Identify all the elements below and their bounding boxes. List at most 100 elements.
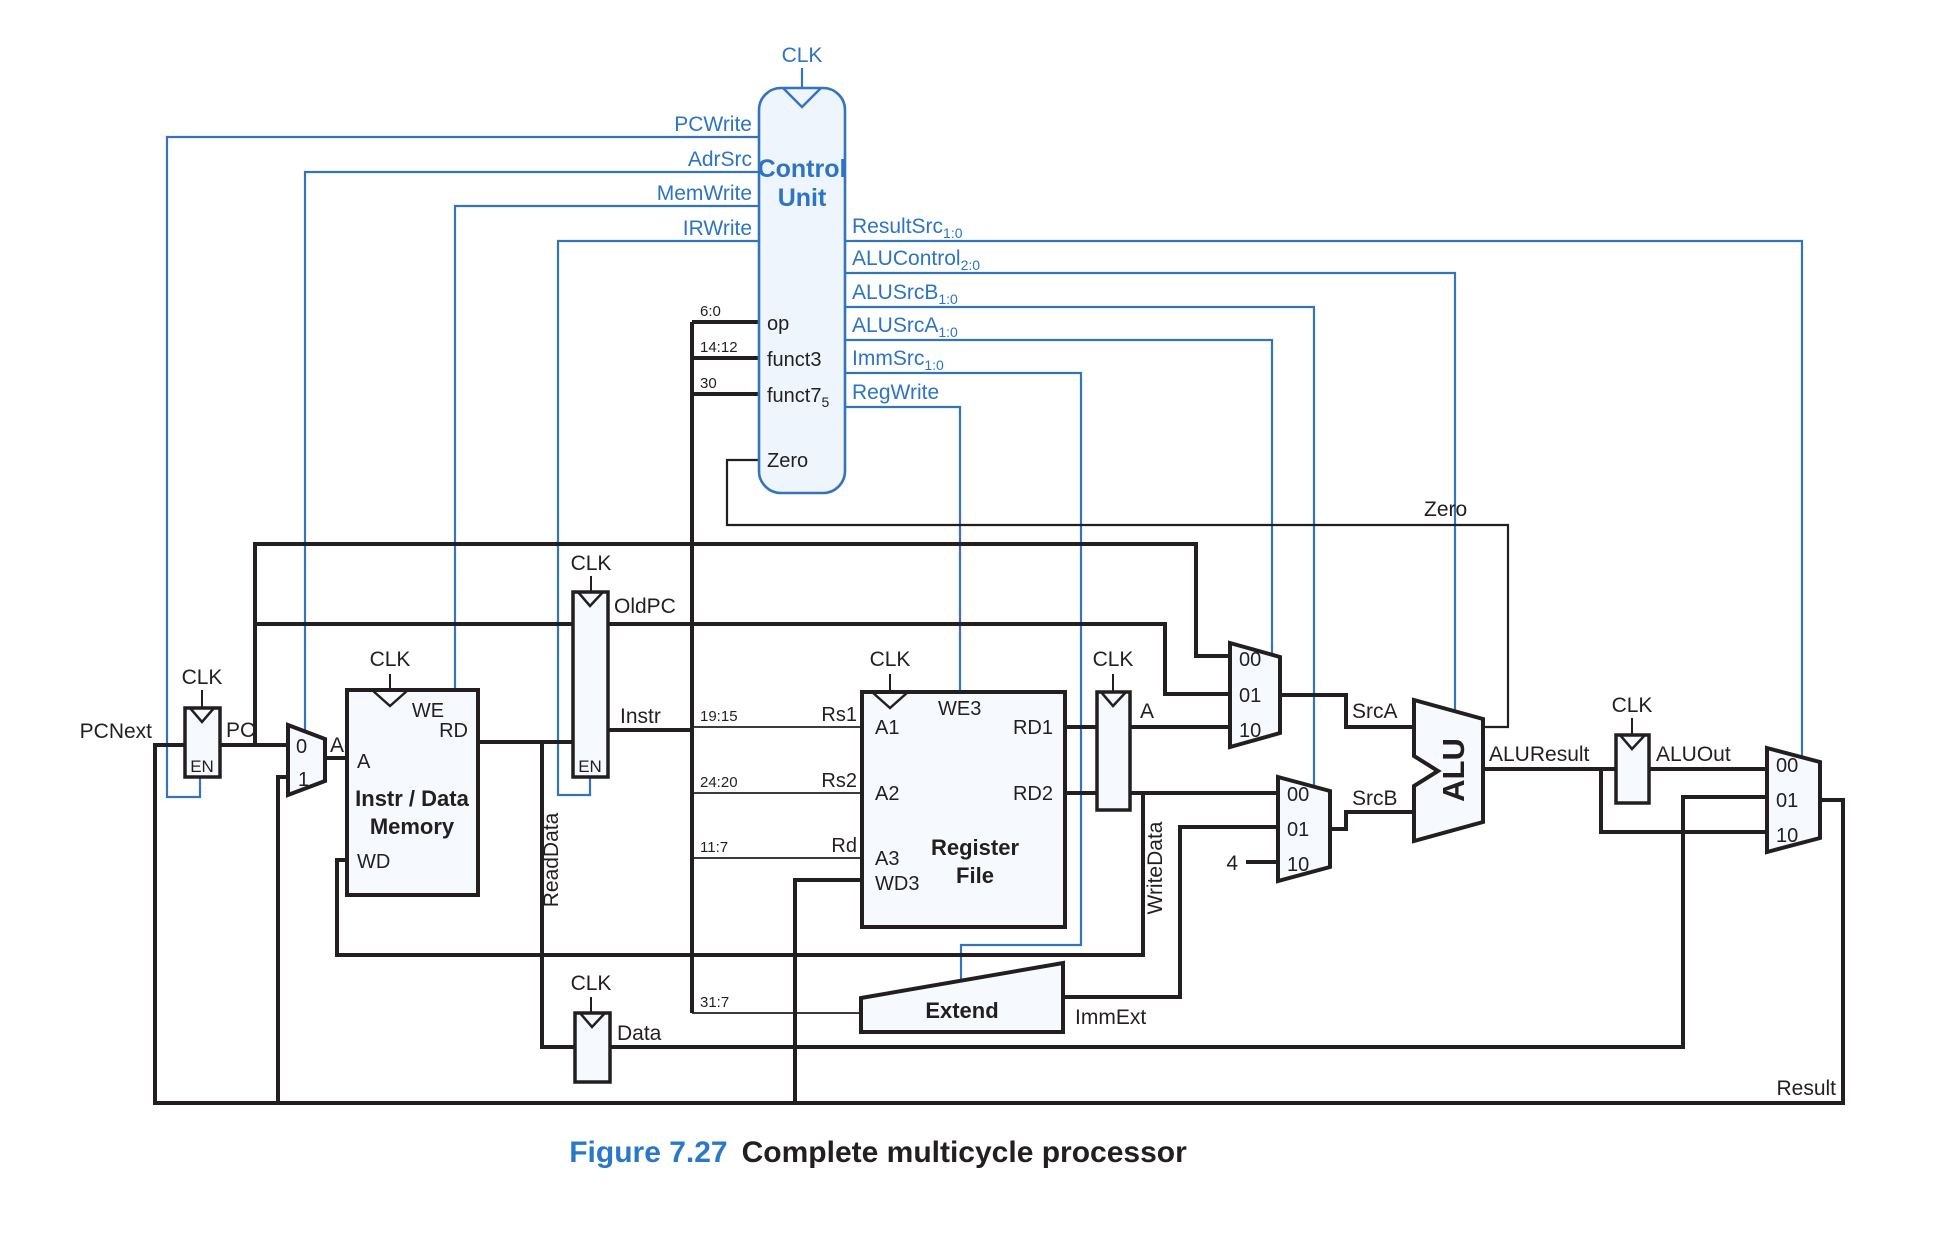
rs1-bits-label: 19:15 bbox=[700, 708, 738, 725]
wire-srcb-to-alu bbox=[1330, 810, 1414, 831]
wire-readdata bbox=[540, 742, 575, 1049]
a-label: A bbox=[1140, 700, 1154, 723]
caption-figure-number: Figure 7.27 bbox=[569, 1136, 727, 1169]
extend-unit: Extend 31:7 ImmExt bbox=[700, 960, 1146, 1034]
control-unit-name-1: Control bbox=[758, 155, 847, 183]
data-clk-label: CLK bbox=[571, 972, 612, 995]
rs2-bits-label: 24:20 bbox=[700, 774, 738, 791]
rf-name-1: Register bbox=[931, 835, 1019, 860]
alusrca-label: ALUSrcA1:0 bbox=[852, 314, 958, 340]
srca-mux-10: 10 bbox=[1239, 720, 1261, 742]
wire-result-bus bbox=[153, 743, 1845, 1105]
areg-clk-wedge-icon bbox=[1100, 691, 1127, 708]
srca-mux-shape bbox=[1228, 640, 1282, 750]
rf-wd3-label: WD3 bbox=[875, 873, 919, 895]
immext-label: ImmExt bbox=[1075, 1006, 1146, 1029]
rf-a1-label: A1 bbox=[875, 717, 899, 739]
ir-register: CLK EN OldPC Instr bbox=[571, 552, 676, 779]
adr-mux-1: 1 bbox=[298, 769, 309, 791]
alu-shape bbox=[1412, 697, 1485, 844]
wire-writedata bbox=[335, 793, 1145, 957]
rf-rd2-label: RD2 bbox=[1013, 783, 1053, 805]
control-unit-box bbox=[757, 86, 847, 495]
imm-bits-label: 31:7 bbox=[700, 994, 729, 1011]
srcb-mux: 00 01 10 SrcB 4 bbox=[1226, 774, 1398, 884]
aluout-clk-label: CLK bbox=[1612, 694, 1653, 717]
ir-clk-wedge-icon bbox=[577, 591, 604, 608]
op-bits-label: 6:0 bbox=[700, 303, 721, 320]
ir-clk-label: CLK bbox=[571, 552, 612, 575]
zero-port-label: Zero bbox=[767, 450, 808, 472]
ir-register-box bbox=[571, 590, 610, 779]
memory-box bbox=[345, 688, 480, 897]
readdata-label: ReadData bbox=[540, 812, 563, 907]
irwrite-label: IRWrite bbox=[683, 217, 752, 240]
wire-pcwrite bbox=[165, 135, 759, 799]
memory-a-label: A bbox=[357, 751, 371, 773]
wire-data-to-resultmux01 bbox=[610, 795, 1767, 1049]
rd-bits-label: 11:7 bbox=[700, 839, 728, 856]
rf-clk-label: CLK bbox=[870, 648, 911, 671]
srcb-mux-00: 00 bbox=[1287, 784, 1309, 806]
funct3-bits-label: 14:12 bbox=[700, 339, 738, 356]
wire-zero bbox=[725, 458, 1510, 729]
rf-a2-label: A2 bbox=[875, 783, 899, 805]
memory-name-1: Instr / Data bbox=[355, 786, 469, 811]
pc-register: CLK EN PCNext PC bbox=[80, 666, 255, 779]
wire-srca-to-alu bbox=[1280, 693, 1414, 729]
caption-title: Complete multicycle processor bbox=[742, 1136, 1187, 1169]
rs1-label: Rs1 bbox=[821, 704, 857, 726]
memory-rd-label: RD bbox=[439, 720, 468, 742]
control-wires bbox=[165, 68, 1804, 981]
aluout-label: ALUOut bbox=[1656, 743, 1731, 766]
pcnext-label: PCNext bbox=[80, 720, 153, 743]
regwrite-label: RegWrite bbox=[852, 381, 939, 404]
rf-we3-label: WE3 bbox=[938, 698, 981, 720]
aluresult-label: ALUResult bbox=[1489, 743, 1590, 766]
control-unit-name-2: Unit bbox=[778, 184, 827, 212]
wire-alucontrol bbox=[845, 271, 1457, 711]
srca-mux: 00 01 10 SrcA bbox=[1228, 640, 1398, 750]
memwrite-label: MemWrite bbox=[657, 182, 752, 205]
memory-clk-label: CLK bbox=[370, 648, 411, 671]
wire-resultsrc bbox=[845, 239, 1804, 757]
zero-label: Zero bbox=[1424, 498, 1467, 521]
alusrcb-label: ALUSrcB1:0 bbox=[852, 281, 958, 307]
wire-aluresult-to-resultmux10 bbox=[1599, 769, 1767, 834]
alu-name: ALU bbox=[1436, 738, 1471, 802]
register-file: CLK WE3 A1 A2 A3 WD3 RD1 RD2 Register Fi… bbox=[700, 648, 1167, 929]
data-clk-wedge-icon bbox=[579, 1012, 606, 1029]
immsrc-label: ImmSrc1:0 bbox=[852, 347, 944, 373]
wire-pc-to-srca00 bbox=[253, 542, 1230, 745]
control-clk-label: CLK bbox=[782, 44, 823, 67]
wire-result-to-adrmux bbox=[276, 775, 288, 1103]
wire-immext bbox=[1063, 825, 1278, 999]
rs2-label: Rs2 bbox=[821, 770, 857, 792]
wire-alusrcb bbox=[845, 305, 1316, 787]
rd-label: Rd bbox=[831, 835, 857, 857]
instr-label: Instr bbox=[620, 705, 661, 728]
srca-mux-01: 01 bbox=[1239, 685, 1261, 707]
register-file-box bbox=[860, 690, 1067, 929]
result-mux: 00 01 10 Result bbox=[1765, 745, 1836, 1100]
wire-wd3 bbox=[793, 878, 862, 1103]
areg-clk-label: CLK bbox=[1093, 648, 1134, 671]
extend-shape bbox=[859, 960, 1065, 1034]
rf-rd1-label: RD1 bbox=[1013, 717, 1053, 739]
aluout-register-box bbox=[1614, 733, 1651, 805]
memory-wd-label: WD bbox=[357, 851, 390, 873]
figure-caption: Figure 7.27 Complete multicycle processor bbox=[569, 1136, 1187, 1169]
clock-stems bbox=[201, 576, 1633, 1013]
extend-name: Extend bbox=[925, 998, 998, 1023]
memory-name-2: Memory bbox=[370, 814, 455, 839]
result-mux-00: 00 bbox=[1776, 755, 1798, 777]
const4-label: 4 bbox=[1226, 852, 1238, 875]
control-clk-wedge-icon bbox=[782, 87, 822, 109]
wire-oldpc-to-srca01 bbox=[608, 622, 1230, 696]
wire-regwrite bbox=[845, 405, 962, 692]
aluout-clk-wedge-icon bbox=[1619, 734, 1646, 751]
rf-a3-label: A3 bbox=[875, 848, 899, 870]
wire-irwrite bbox=[556, 239, 759, 797]
